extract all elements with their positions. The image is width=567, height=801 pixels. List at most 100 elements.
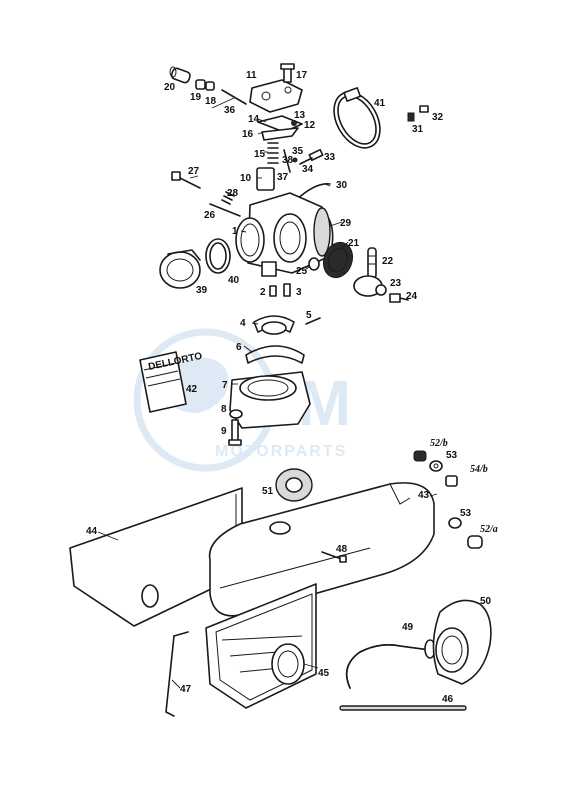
callout-42: 42 bbox=[186, 384, 198, 395]
watermark-tagline: MOTORPARTS bbox=[215, 443, 347, 460]
callout-3: 3 bbox=[296, 287, 302, 298]
callout-18: 18 bbox=[205, 96, 217, 107]
callout-51: 51 bbox=[262, 486, 274, 497]
part-28-spring bbox=[221, 191, 235, 205]
part-53-washer-a bbox=[429, 460, 443, 472]
callout-54b: 54/b bbox=[470, 464, 488, 475]
callout-38: 38 bbox=[282, 155, 294, 166]
callout-22: 22 bbox=[382, 256, 394, 267]
part-50-intake-boot bbox=[432, 599, 492, 685]
callout-52b: 52/b bbox=[430, 438, 448, 449]
part-52a-screw bbox=[467, 535, 483, 549]
part-39-air-horn bbox=[159, 249, 201, 289]
callout-25: 25 bbox=[296, 266, 308, 277]
callout-40: 40 bbox=[228, 275, 240, 286]
part-43-air-box bbox=[208, 482, 435, 617]
callout-46: 46 bbox=[442, 694, 454, 705]
part-6-gasket bbox=[245, 345, 305, 364]
part-47-rod bbox=[165, 631, 189, 717]
part-40-o-ring bbox=[205, 238, 231, 274]
part-36-pin bbox=[221, 89, 247, 105]
callout-7: 7 bbox=[222, 380, 228, 391]
part-18-screw bbox=[205, 81, 215, 91]
part-19-nut bbox=[195, 79, 206, 90]
callout-48: 48 bbox=[336, 544, 348, 555]
callout-labels: 20 19 18 36 11 17 41 32 31 14 13 12 16 1… bbox=[86, 70, 498, 705]
callout-1: 1 bbox=[232, 226, 238, 237]
callout-11: 11 bbox=[246, 70, 257, 81]
callout-13: 13 bbox=[294, 110, 306, 121]
callout-50: 50 bbox=[480, 596, 492, 607]
part-20-cap bbox=[169, 66, 191, 84]
part-52b-screw bbox=[413, 450, 427, 462]
callout-6: 6 bbox=[236, 342, 242, 353]
callout-41: 41 bbox=[374, 98, 386, 109]
callout-21: 21 bbox=[348, 238, 360, 249]
callout-24: 24 bbox=[406, 291, 418, 302]
part-4-5-manifold-top bbox=[253, 315, 321, 335]
callout-53-bottom: 53 bbox=[460, 508, 472, 519]
part-1-carburettor-body bbox=[235, 192, 334, 277]
callout-15: 15 bbox=[254, 149, 266, 160]
part-13-14-12-slide-parts bbox=[257, 115, 303, 141]
callout-26: 26 bbox=[204, 210, 216, 221]
callout-32: 32 bbox=[432, 112, 444, 123]
callout-34: 34 bbox=[302, 164, 314, 175]
callout-4: 4 bbox=[240, 318, 246, 329]
part-22-fuel-inlet bbox=[367, 247, 377, 279]
callout-53-top: 53 bbox=[446, 450, 458, 461]
part-21-diaphragm bbox=[322, 241, 354, 279]
callout-45: 45 bbox=[318, 668, 330, 679]
part-26-screw bbox=[209, 203, 241, 217]
callout-37: 37 bbox=[277, 172, 289, 183]
part-7-intake-manifold bbox=[229, 371, 311, 429]
part-9-bolt bbox=[228, 419, 242, 446]
part-15-spring bbox=[267, 142, 279, 164]
callout-33: 33 bbox=[324, 152, 336, 163]
leader-lines bbox=[97, 97, 438, 689]
part-35-38-needle bbox=[283, 149, 298, 173]
callout-27: 27 bbox=[188, 166, 200, 177]
part-41-clamp bbox=[333, 87, 381, 149]
callout-49: 49 bbox=[402, 622, 414, 633]
callout-43: 43 bbox=[418, 490, 430, 501]
callout-2: 2 bbox=[260, 287, 266, 298]
callout-12: 12 bbox=[304, 120, 316, 131]
callout-35: 35 bbox=[292, 146, 304, 157]
callout-47: 47 bbox=[180, 684, 192, 695]
callout-5: 5 bbox=[306, 310, 312, 321]
callout-19: 19 bbox=[190, 92, 202, 103]
part-17-screw bbox=[280, 63, 295, 83]
callout-29: 29 bbox=[340, 218, 352, 229]
part-27-screw bbox=[171, 171, 201, 189]
part-2-3-jets bbox=[269, 283, 291, 297]
callout-8: 8 bbox=[221, 404, 227, 415]
callout-36: 36 bbox=[224, 105, 236, 116]
part-29-filter-mesh bbox=[313, 207, 331, 257]
callout-9: 9 bbox=[221, 426, 227, 437]
part-46-tube bbox=[339, 705, 467, 711]
callout-52a: 52/a bbox=[480, 524, 498, 535]
callout-30: 30 bbox=[336, 180, 348, 191]
part-33-34-adjuster bbox=[299, 148, 324, 165]
callout-31: 31 bbox=[412, 124, 424, 135]
part-53-washer-b bbox=[448, 517, 462, 529]
callout-20: 20 bbox=[164, 82, 176, 93]
part-25-nut bbox=[308, 257, 320, 271]
part-54b-nut bbox=[445, 475, 458, 487]
callout-39: 39 bbox=[196, 285, 208, 296]
callout-16: 16 bbox=[242, 129, 254, 140]
callout-44: 44 bbox=[86, 526, 98, 537]
part-49-hose bbox=[345, 639, 436, 689]
callout-17: 17 bbox=[296, 70, 308, 81]
part-51-grommet bbox=[275, 468, 313, 502]
part-24-screw bbox=[389, 293, 409, 303]
part-23-float-cover bbox=[353, 275, 387, 297]
part-48-screw bbox=[321, 551, 347, 563]
part-10-slide bbox=[256, 167, 275, 191]
part-31-32-screws bbox=[407, 105, 429, 122]
callout-23: 23 bbox=[390, 278, 402, 289]
part-45-filter-frame bbox=[205, 583, 317, 709]
